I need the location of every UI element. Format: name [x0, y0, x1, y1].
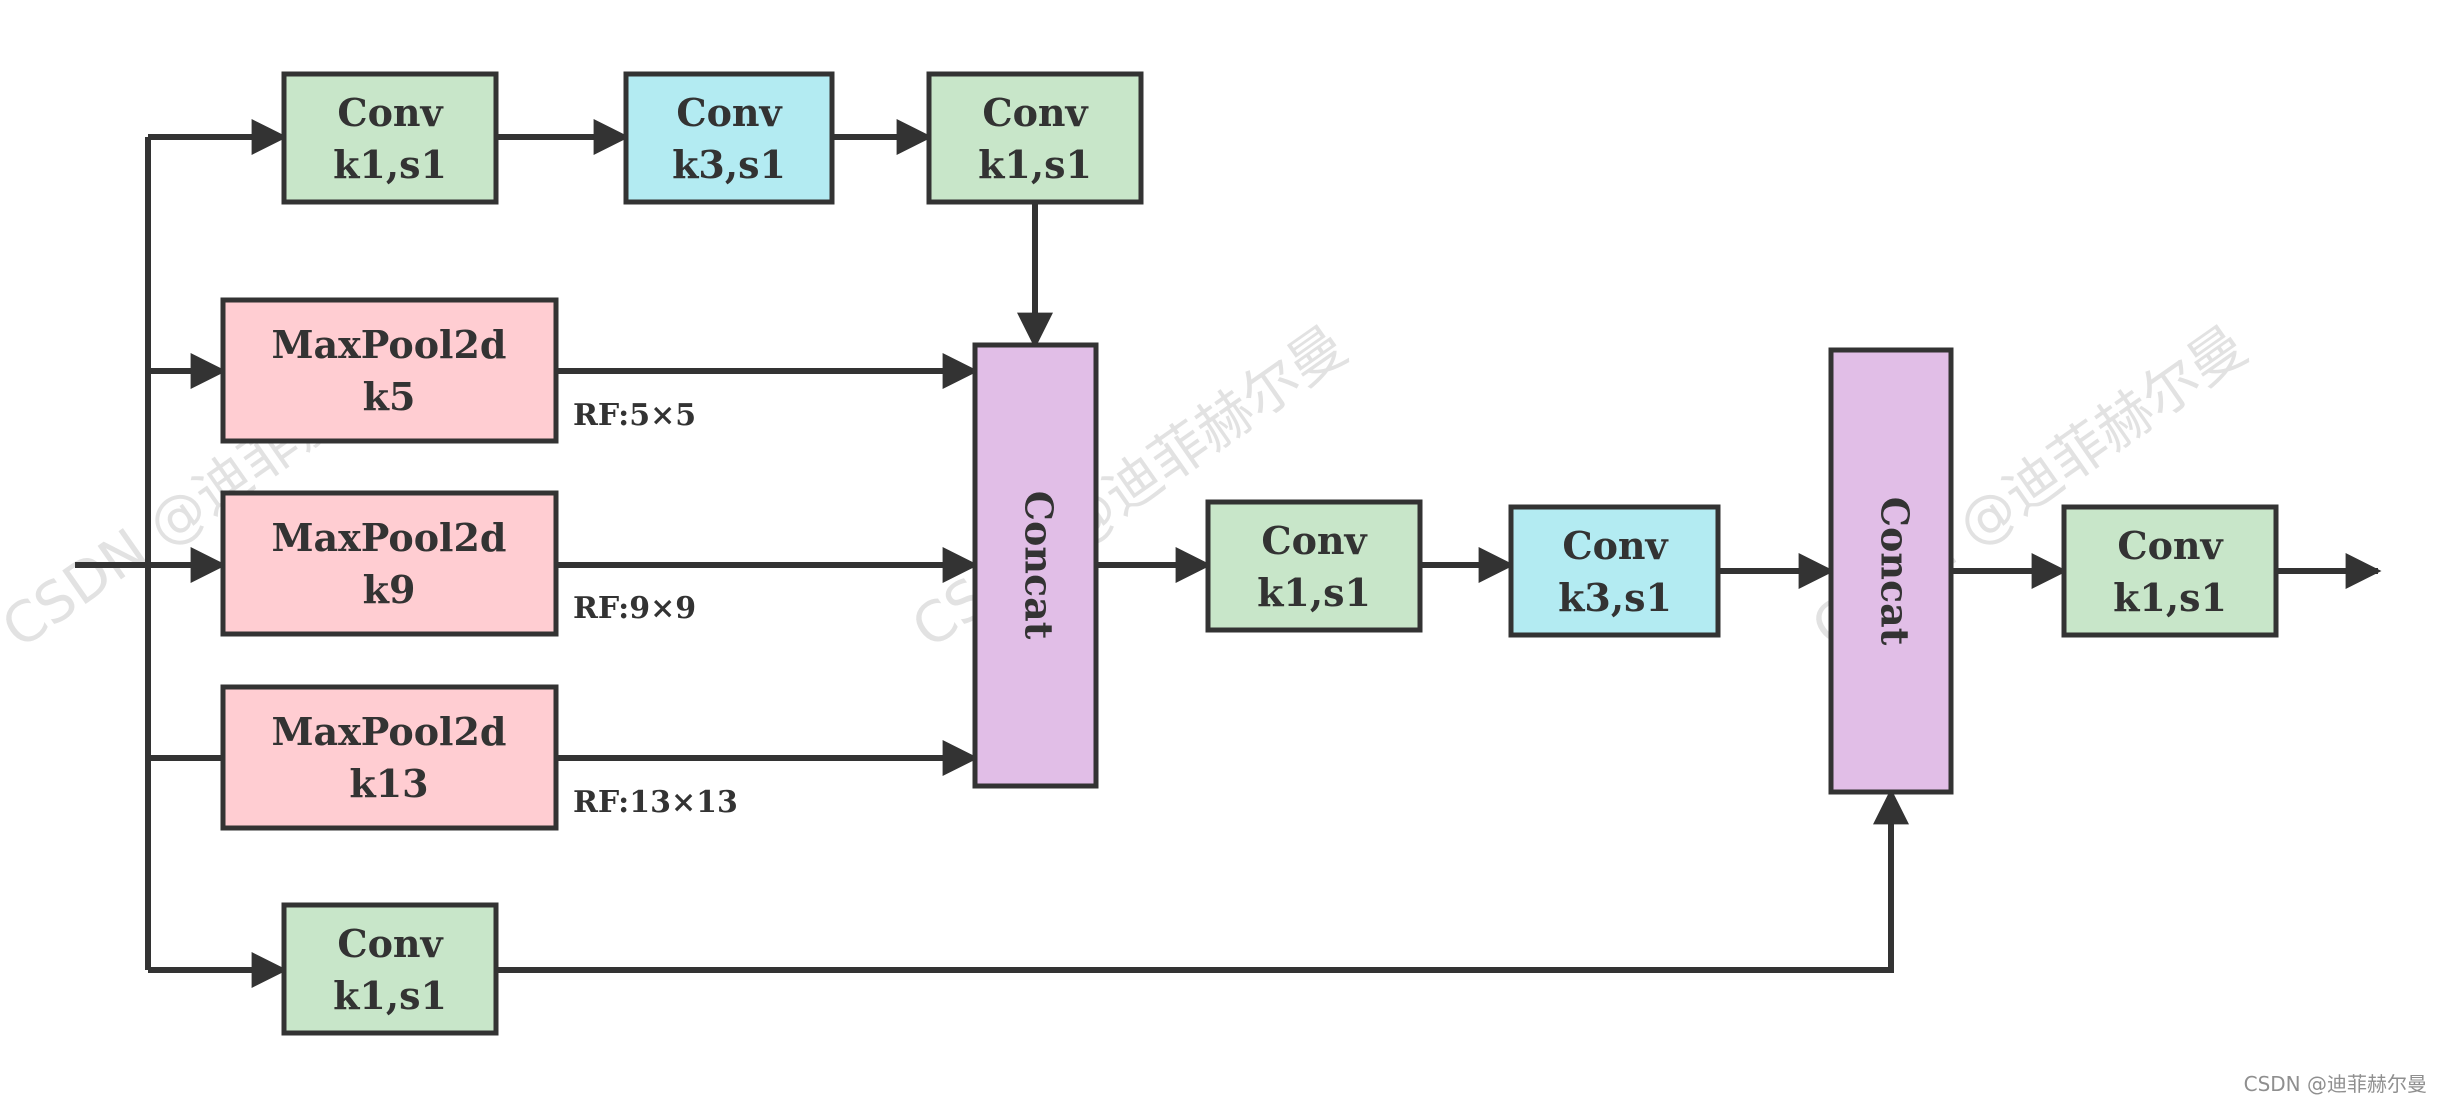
- conv-bottom-params: k1,s1: [333, 973, 447, 1018]
- maxpool-k13-title: MaxPool2d: [271, 709, 506, 754]
- concat-1-box: [972, 342, 1099, 789]
- node-concat-2: Concat: [1828, 347, 1954, 795]
- node-conv-top-1: Conv k1,s1: [281, 71, 499, 205]
- conv-top-3-params: k1,s1: [978, 142, 1092, 187]
- conv-out-box: [2061, 504, 2279, 638]
- rf-label-k13: RF:13×13: [573, 785, 738, 820]
- node-conv-out: Conv k1,s1: [2061, 504, 2279, 638]
- maxpool-k9-title: MaxPool2d: [271, 515, 506, 560]
- maxpool-k9-box: [220, 490, 559, 637]
- conv-top-2-title: Conv: [676, 90, 783, 135]
- receptive-field-labels: RF:5×5 RF:9×9 RF:13×13: [573, 398, 738, 820]
- nodes: Conv k1,s1 Conv k3,s1 Conv k1,s1 MaxPool…: [220, 71, 2279, 1036]
- conv-mid-1-box: [1205, 499, 1423, 633]
- node-conv-top-3: Conv k1,s1: [926, 71, 1144, 205]
- maxpool-k13-box: [220, 684, 559, 831]
- conv-out-params: k1,s1: [2113, 575, 2227, 620]
- maxpool-k5-box: [220, 297, 559, 444]
- conv-bottom-title: Conv: [337, 921, 444, 966]
- conv-mid-2-title: Conv: [1562, 523, 1669, 568]
- conv-bottom-box: [281, 902, 499, 1036]
- maxpool-k5-params: k5: [363, 374, 416, 419]
- conv-mid-1-params: k1,s1: [1257, 570, 1371, 615]
- node-maxpool-k5: MaxPool2d k5: [220, 297, 559, 444]
- conv-mid-2-params: k3,s1: [1558, 575, 1672, 620]
- node-conv-top-2: Conv k3,s1: [623, 71, 835, 205]
- concat-2-label: Concat: [1873, 497, 1918, 646]
- conv-top-3-box: [926, 71, 1144, 205]
- conv-top-2-box: [623, 71, 835, 205]
- conv-out-title: Conv: [2117, 523, 2224, 568]
- footer-watermark: CSDN @迪菲赫尔曼: [2243, 1072, 2427, 1096]
- node-maxpool-k13: MaxPool2d k13: [220, 684, 559, 831]
- maxpool-k9-params: k9: [363, 567, 416, 612]
- concat-1-label: Concat: [1017, 491, 1062, 640]
- conv-top-1-title: Conv: [337, 90, 444, 135]
- concat-2-box: [1828, 347, 1954, 795]
- conv-mid-2-box: [1508, 504, 1721, 638]
- conv-top-3-title: Conv: [982, 90, 1089, 135]
- node-conv-mid-1: Conv k1,s1: [1205, 499, 1423, 633]
- conv-top-1-params: k1,s1: [333, 142, 447, 187]
- rf-label-k5: RF:5×5: [573, 398, 696, 433]
- node-conv-bottom: Conv k1,s1: [281, 902, 499, 1036]
- conv-mid-1-title: Conv: [1261, 518, 1368, 563]
- node-concat-1: Concat: [972, 342, 1099, 789]
- rf-label-k9: RF:9×9: [573, 591, 696, 626]
- maxpool-k13-params: k13: [349, 761, 428, 806]
- maxpool-k5-title: MaxPool2d: [271, 322, 506, 367]
- conv-top-1-box: [281, 71, 499, 205]
- arrow-conv-bottom-to-concat-2: [496, 788, 1909, 973]
- node-conv-mid-2: Conv k3,s1: [1508, 504, 1721, 638]
- connectors: [75, 119, 2382, 988]
- conv-top-2-params: k3,s1: [672, 142, 786, 187]
- node-maxpool-k9: MaxPool2d k9: [220, 490, 559, 637]
